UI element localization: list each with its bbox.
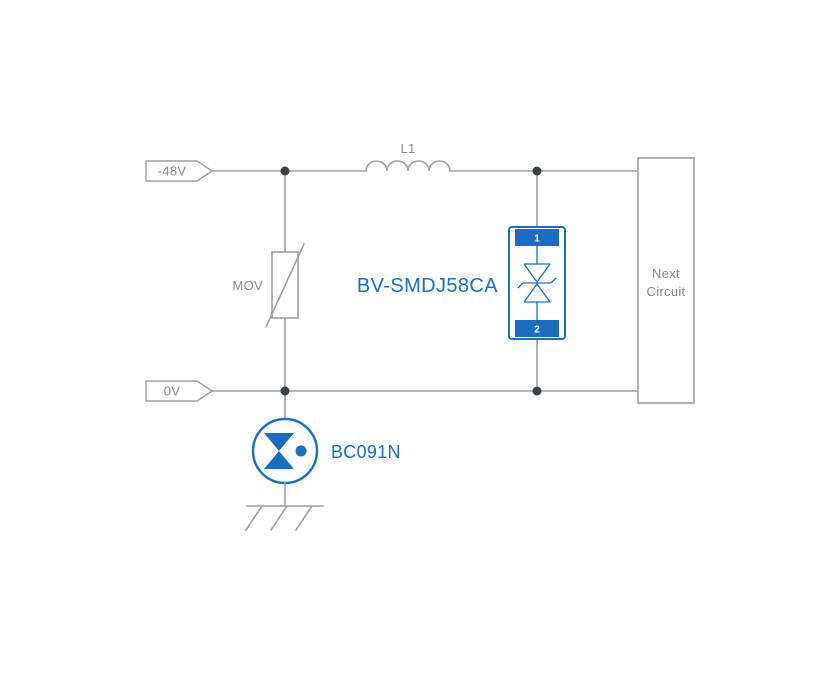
terminal-flag-shape bbox=[145, 380, 214, 402]
gdt-bc091n: BC091N bbox=[251, 390, 401, 485]
next-circuit-label-line2: Circuit bbox=[647, 284, 686, 299]
terminal-0v-label: 0V bbox=[164, 384, 181, 399]
tvs-pin2-number: 2 bbox=[534, 325, 540, 336]
gdt-label: BC091N bbox=[331, 442, 401, 462]
terminal-neg48v: -48V bbox=[145, 160, 214, 182]
tvs-pad-top bbox=[515, 229, 559, 246]
junction-dot bbox=[532, 166, 542, 176]
terminal-flag-shape bbox=[145, 160, 214, 182]
ground-hatch bbox=[245, 505, 324, 531]
tvs-pad-bottom bbox=[515, 320, 559, 337]
mov-label: MOV bbox=[232, 278, 263, 293]
gdt-electrode-dot bbox=[295, 445, 307, 457]
mov-varistor: MOV bbox=[232, 170, 305, 392]
tvs-symbol bbox=[517, 246, 557, 320]
next-circuit-box bbox=[637, 157, 695, 404]
tvs-diode: 1 2 BV-SMDJ58CA bbox=[357, 170, 566, 392]
junction-dot bbox=[280, 386, 290, 396]
terminal-0v: 0V bbox=[145, 380, 214, 402]
junction-dot bbox=[532, 386, 542, 396]
gdt-arrow-bottom bbox=[264, 451, 294, 469]
mov-diagonal-stroke bbox=[265, 243, 305, 328]
tvs-label: BV-SMDJ58CA bbox=[357, 275, 498, 297]
terminal-neg48v-label: -48V bbox=[158, 164, 187, 179]
ground-symbol bbox=[245, 482, 324, 531]
next-circuit-block: Next Circuit bbox=[637, 157, 695, 404]
tvs-pin1-number: 1 bbox=[534, 234, 540, 245]
inductor-l1: L1 bbox=[365, 141, 451, 172]
inductor-symbol bbox=[365, 160, 451, 172]
gdt-arrow-top bbox=[264, 433, 294, 451]
next-circuit-label-line1: Next bbox=[652, 266, 680, 281]
inductor-label: L1 bbox=[400, 141, 415, 156]
junction-dot bbox=[280, 166, 290, 176]
gdt-body bbox=[251, 417, 319, 485]
